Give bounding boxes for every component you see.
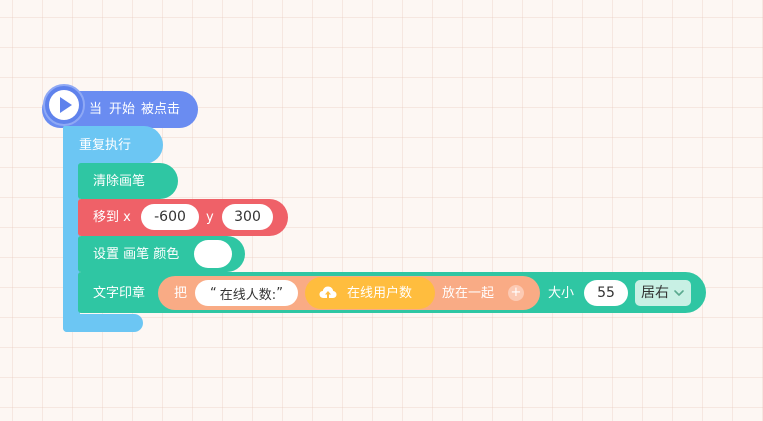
chevron-down-icon <box>674 290 684 296</box>
size-value-input[interactable]: 55 <box>584 280 628 306</box>
add-item-button[interactable]: + <box>508 285 524 301</box>
repeat-block-foot <box>63 314 143 332</box>
online-users-label: 在线用户数 <box>347 286 413 301</box>
repeat-label: 重复执行 <box>79 138 132 153</box>
clear-pen-label: 清除画笔 <box>93 174 146 189</box>
join-label: 把 <box>174 286 188 301</box>
open-quote: “ <box>210 285 217 301</box>
hat-clicked-label: 被点击 <box>141 102 181 117</box>
hat-start-label: 开始 <box>109 102 136 117</box>
clear-pen-block[interactable] <box>78 163 178 199</box>
text-stamp-label: 文字印章 <box>93 286 146 301</box>
play-triangle-icon <box>60 97 72 113</box>
y-label: y <box>206 210 214 225</box>
y-value-input[interactable]: 300 <box>222 204 273 230</box>
set-pen-color-label: 设置 画笔 颜色 <box>93 247 180 262</box>
align-value: 居右 <box>641 285 669 301</box>
size-label: 大小 <box>548 286 575 301</box>
text-value: 在线人数: <box>219 287 277 303</box>
text-value-input[interactable]: “ 在线人数: ” <box>195 280 298 306</box>
repeat-forever-block[interactable] <box>63 126 163 164</box>
hat-when-label: 当 <box>89 102 103 117</box>
repeat-block-arm <box>63 126 80 332</box>
play-icon-circle <box>49 90 79 120</box>
cloud-upload-icon <box>319 286 337 298</box>
move-to-label: 移到 x <box>93 210 131 225</box>
close-quote: ” <box>276 285 283 301</box>
x-value-input[interactable]: -600 <box>141 204 199 230</box>
color-picker-swatch[interactable] <box>194 240 232 268</box>
put-together-label: 放在一起 <box>442 286 495 301</box>
